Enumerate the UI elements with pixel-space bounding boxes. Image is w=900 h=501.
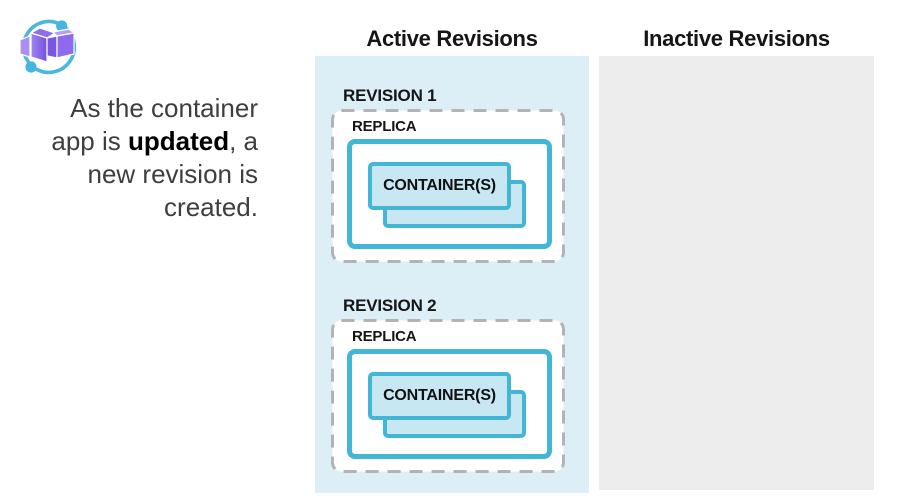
caption-text: As the container app is updated, a new r… xyxy=(28,92,258,224)
revision-1-group: REVISION 1 REPLICA CONTAINER(S) xyxy=(331,85,565,263)
revision-2-box: REPLICA CONTAINER(S) xyxy=(331,319,565,473)
revision-1-box: REPLICA CONTAINER(S) xyxy=(331,109,565,263)
revision-1-label: REVISION 1 xyxy=(343,86,437,105)
active-revisions-header: Active Revisions xyxy=(366,26,538,51)
caption-line-2: app is updated, a xyxy=(51,126,258,156)
caption-line-4: created. xyxy=(164,192,258,222)
container-front: CONTAINER(S) xyxy=(368,162,511,210)
caption-bold-word: updated xyxy=(127,126,230,156)
revision-1-replica-label: REPLICA xyxy=(352,118,417,135)
container-front: CONTAINER(S) xyxy=(368,372,511,420)
inactive-revisions-panel xyxy=(599,56,874,490)
caption-line-3: new revision is xyxy=(87,159,258,189)
revision-1-replica-box: CONTAINER(S) xyxy=(347,139,552,249)
revision-2-replica-box: CONTAINER(S) xyxy=(347,349,552,459)
inactive-revisions-header: Inactive Revisions xyxy=(643,26,830,51)
container-apps-icon xyxy=(19,19,77,75)
revision-2-label: REVISION 2 xyxy=(343,296,437,315)
revision-2-group: REVISION 2 REPLICA CONTAINER(S) xyxy=(331,295,565,473)
revision-2-replica-label: REPLICA xyxy=(352,328,417,345)
caption-line-1: As the container xyxy=(70,93,258,123)
